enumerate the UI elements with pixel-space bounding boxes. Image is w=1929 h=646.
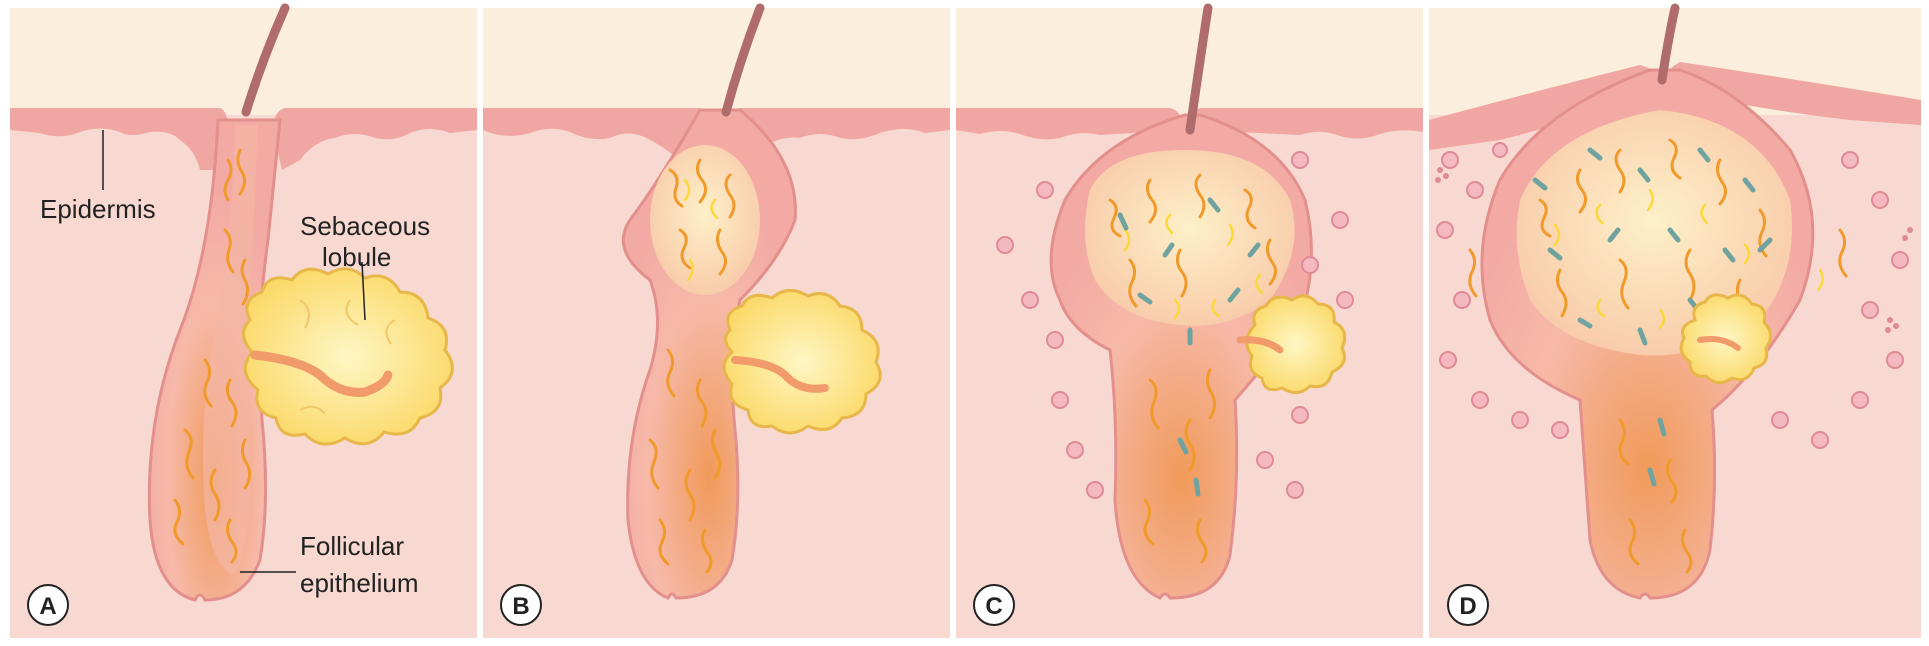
panel-d-letter: D bbox=[1459, 593, 1476, 620]
panel-d: D bbox=[1429, 8, 1921, 638]
label-follicular-line1: Follicular bbox=[300, 531, 404, 561]
panel-b: B bbox=[483, 8, 950, 638]
panel-c-letter: C bbox=[985, 593, 1002, 620]
panel-a-letter: A bbox=[39, 593, 56, 620]
panel-b-letter: B bbox=[512, 593, 529, 620]
panel-c-rupture-plug bbox=[1085, 150, 1294, 326]
label-epidermis: Epidermis bbox=[40, 194, 156, 224]
label-sebaceous-line2: lobule bbox=[322, 242, 391, 272]
panel-b-comedone-plug bbox=[650, 145, 760, 295]
label-sebaceous-line1: Sebaceous bbox=[300, 211, 430, 241]
label-follicular-line2: epithelium bbox=[300, 568, 419, 598]
panel-b-sebaceous-lobule bbox=[724, 290, 880, 433]
panel-c: C bbox=[956, 8, 1423, 638]
panel-a: Epidermis Sebaceous lobule Follicular ep… bbox=[10, 8, 477, 638]
